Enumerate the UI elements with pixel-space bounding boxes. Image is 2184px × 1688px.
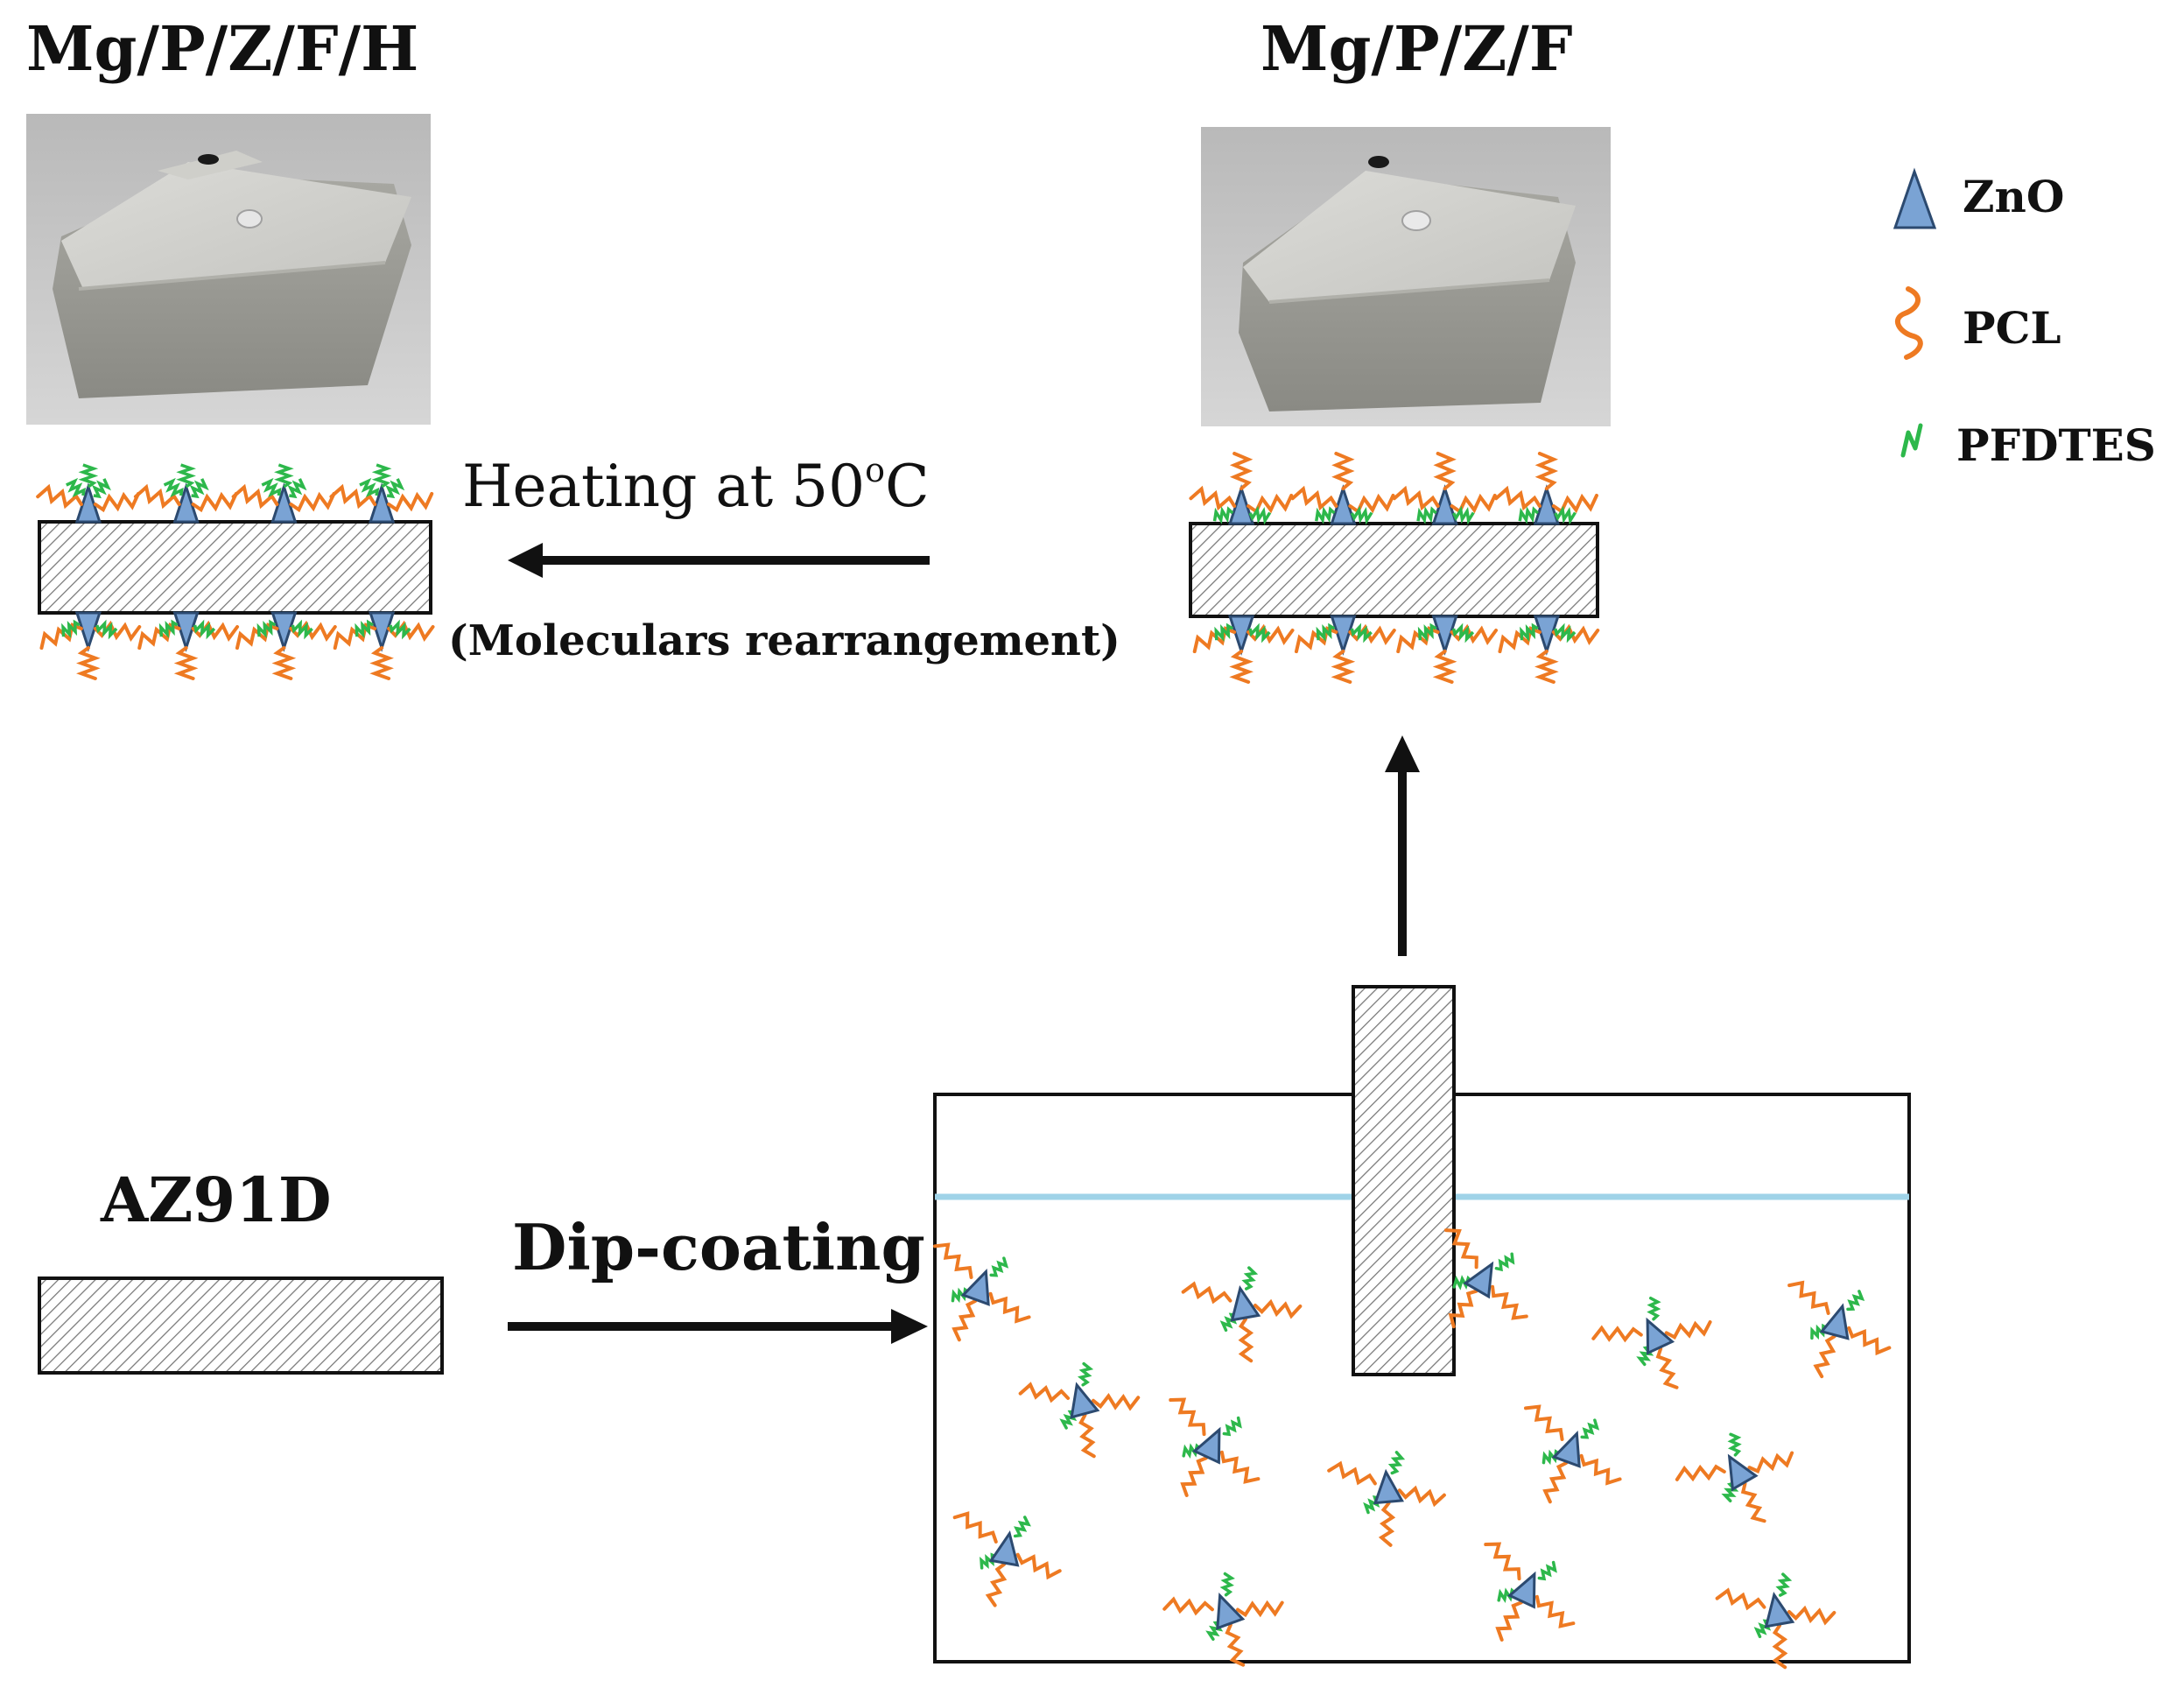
dip-tank bbox=[933, 985, 1911, 1663]
suspended-molecule bbox=[933, 1242, 1031, 1342]
surface-molecule bbox=[1189, 452, 1294, 525]
suspended-molecule bbox=[1675, 1432, 1794, 1523]
surface-molecule bbox=[1294, 615, 1396, 684]
immersed-substrate bbox=[1352, 985, 1456, 1376]
legend-item-zno: ZnO bbox=[1893, 167, 2064, 229]
suspended-molecule bbox=[1327, 1451, 1446, 1547]
suspended-molecule bbox=[1443, 1228, 1528, 1329]
surface-molecule bbox=[235, 611, 337, 680]
pfdtes-chain-icon bbox=[1900, 423, 1923, 458]
suspended-molecule bbox=[1169, 1397, 1261, 1497]
suspended-molecule bbox=[1484, 1542, 1576, 1642]
legend-label-zno: ZnO bbox=[1963, 171, 2064, 222]
pcl-chain-icon bbox=[1894, 286, 1923, 360]
heating-label: Heating at 50oC bbox=[462, 451, 930, 520]
coated-sample-title: Mg/P/Z/F bbox=[1261, 12, 1573, 85]
legend: ZnO PCL PFDTES bbox=[1893, 167, 2156, 471]
surface-molecule bbox=[1494, 452, 1598, 525]
heating-arrow bbox=[508, 543, 930, 578]
surface-molecule bbox=[137, 611, 240, 680]
heated-coated-substrate bbox=[36, 463, 435, 680]
dip-coating-arrow bbox=[508, 1309, 928, 1344]
surface-molecule bbox=[231, 463, 336, 524]
surface-molecule bbox=[1192, 615, 1295, 684]
surface-molecule bbox=[333, 611, 435, 680]
bare-substrate bbox=[38, 1277, 444, 1375]
suspended-molecule bbox=[1162, 1572, 1284, 1667]
legend-label-pfdtes: PFDTES bbox=[1956, 419, 2156, 471]
suspended-molecule bbox=[1591, 1296, 1712, 1389]
surface-molecule bbox=[329, 463, 434, 524]
coated-sample-photo bbox=[1201, 127, 1611, 426]
surface-molecule bbox=[1290, 452, 1395, 525]
suspended-molecule bbox=[1181, 1266, 1303, 1363]
suspended-molecule bbox=[1787, 1280, 1892, 1379]
suspended-molecule bbox=[1524, 1404, 1622, 1504]
surface-molecule bbox=[39, 611, 142, 680]
heating-degree: o bbox=[865, 451, 885, 489]
suspended-molecule bbox=[1715, 1572, 1836, 1670]
dip-coating-label: Dip-coating bbox=[512, 1210, 925, 1284]
legend-item-pfdtes: PFDTES bbox=[1900, 419, 2156, 471]
heating-unit: C bbox=[885, 453, 930, 520]
withdrawal-arrow bbox=[1385, 735, 1420, 956]
surface-molecule bbox=[36, 463, 140, 524]
surface-molecule bbox=[1498, 615, 1600, 684]
heated-sample-photo bbox=[26, 114, 431, 425]
suspended-particles bbox=[933, 1228, 1892, 1670]
coated-substrate bbox=[1189, 452, 1600, 684]
surface-molecule bbox=[1396, 615, 1499, 684]
rearrangement-label: (Moleculars rearrangement) bbox=[448, 616, 1120, 665]
legend-item-pcl: PCL bbox=[1894, 286, 2061, 360]
legend-label-pcl: PCL bbox=[1963, 302, 2061, 354]
substrate-title: AZ91D bbox=[100, 1164, 332, 1236]
zno-triangle-icon bbox=[1893, 167, 1937, 229]
heated-sample-title: Mg/P/Z/F/H bbox=[26, 12, 418, 85]
heating-text: Heating at 50 bbox=[462, 453, 865, 520]
surface-molecule bbox=[1392, 452, 1497, 525]
suspended-molecule bbox=[952, 1511, 1062, 1607]
surface-molecule bbox=[133, 463, 238, 524]
suspended-molecule bbox=[1018, 1361, 1141, 1459]
